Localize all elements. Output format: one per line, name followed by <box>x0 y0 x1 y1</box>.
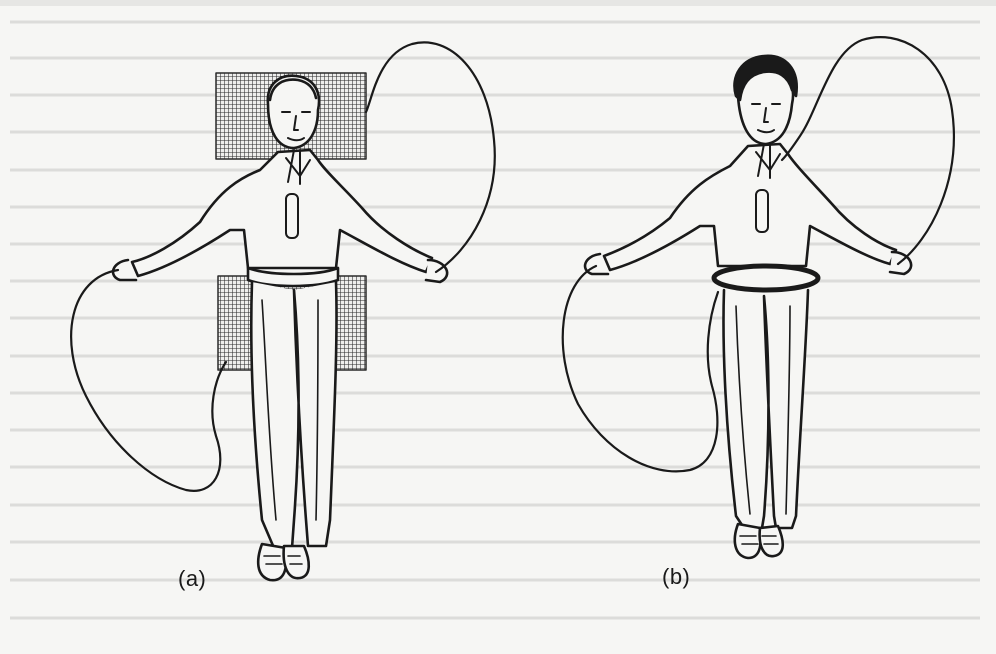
panel-b <box>563 37 954 558</box>
figure-a-head <box>268 76 319 148</box>
figure-a-right-shoe <box>284 546 309 578</box>
figure-a-belt <box>248 268 338 286</box>
figure-a-left-shoe <box>258 544 286 580</box>
caption-panel-b: (b) <box>662 564 690 590</box>
caption-panel-a: (a) <box>178 566 206 592</box>
figure-b-right-shoe <box>760 526 783 556</box>
wire-b-lower <box>563 266 718 471</box>
figure-b-ring <box>714 266 818 290</box>
figure-b-left-shoe <box>735 524 761 558</box>
panel-a <box>71 42 495 580</box>
background-text-lines <box>10 22 980 618</box>
wire-a-lower <box>71 270 226 491</box>
